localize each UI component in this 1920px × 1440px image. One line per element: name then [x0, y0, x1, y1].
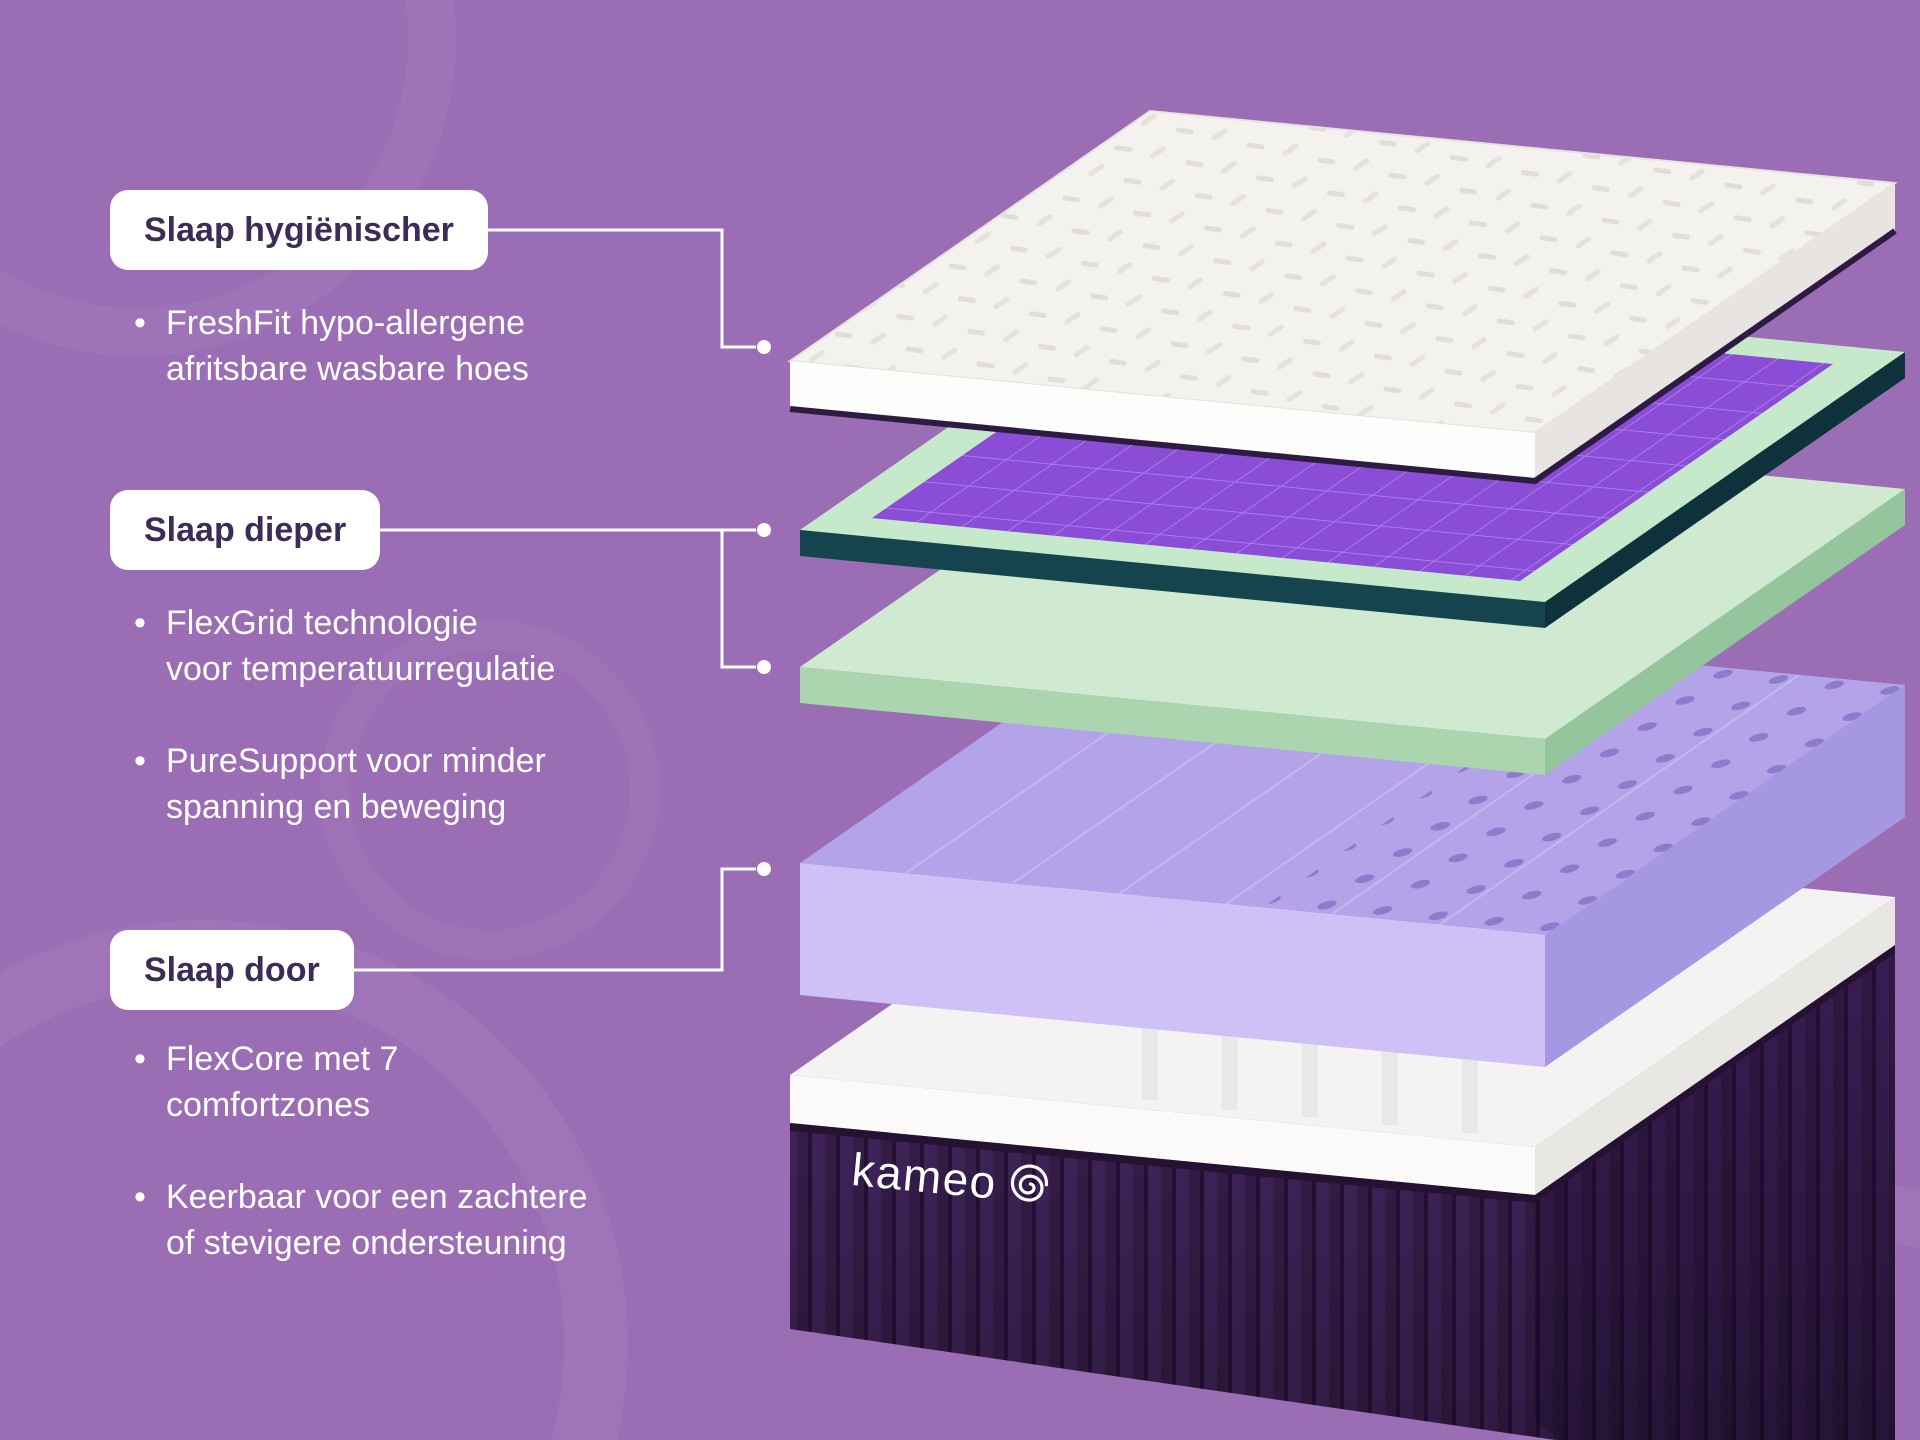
bullet-list-door: FlexCore met 7 comfortzones Keerbaar voo…: [130, 1036, 650, 1312]
pill-slaap-hygienischer: Slaap hygiënischer: [110, 190, 488, 270]
foam-holes-pattern: [1262, 658, 1905, 935]
bullet-item: FreshFit hypo-allergene afritsbare wasba…: [130, 300, 650, 392]
chameleon-icon: [1010, 1164, 1048, 1202]
pill-label: Slaap door: [144, 951, 320, 989]
bullet-item: FlexCore met 7 comfortzones: [130, 1036, 650, 1128]
bullet-item: FlexGrid technologie voor temperatuurreg…: [130, 600, 650, 692]
bullet-item: Keerbaar voor een zachtere of stevigere …: [130, 1174, 650, 1266]
brand-logo: kameo: [849, 1142, 1053, 1215]
pill-slaap-door: Slaap door: [110, 930, 354, 1010]
pill-label: Slaap hygiënischer: [144, 211, 454, 249]
connector-lines: [340, 228, 756, 972]
connector-dots: [757, 340, 771, 876]
pill-label: Slaap dieper: [144, 511, 347, 549]
bullet-item: PureSupport voor minder spanning en bewe…: [130, 738, 650, 830]
bullet-list-dieper: FlexGrid technologie voor temperatuurreg…: [130, 600, 650, 876]
cover-layer: [787, 109, 1898, 485]
pill-slaap-dieper: Slaap dieper: [110, 490, 381, 570]
bullet-list-hygienischer: FreshFit hypo-allergene afritsbare wasba…: [130, 300, 650, 438]
